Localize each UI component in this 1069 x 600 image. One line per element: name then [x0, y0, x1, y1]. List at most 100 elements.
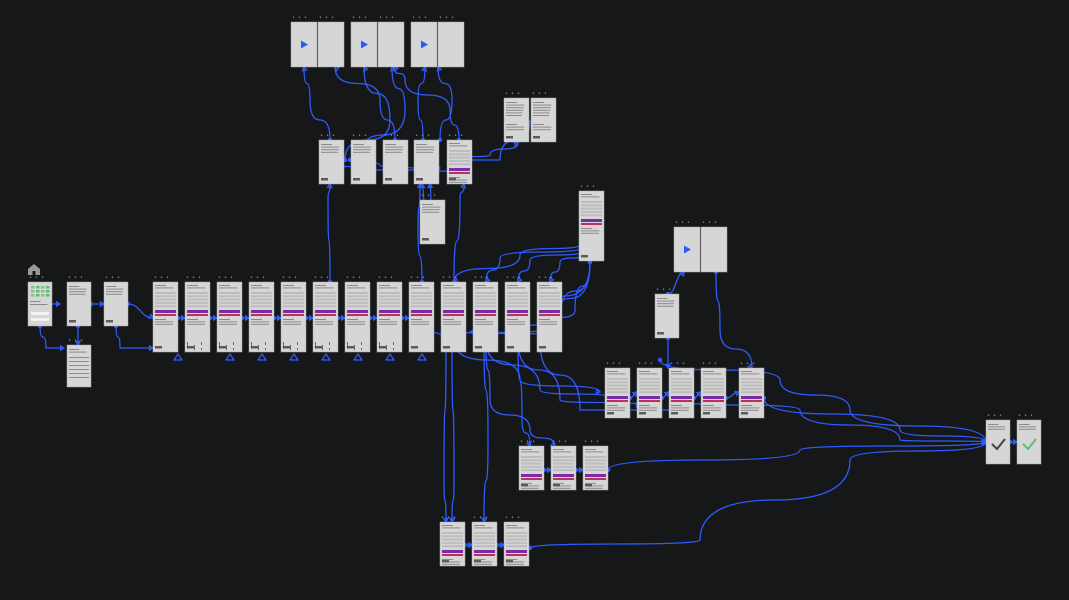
frame-label: • • • — [505, 515, 520, 521]
frame-label: • • • — [320, 133, 335, 139]
frame-top-5[interactable]: • • • — [410, 15, 438, 68]
frame-flow-6[interactable]: • • • — [312, 275, 339, 353]
connector-dot[interactable] — [657, 357, 663, 363]
button-shape — [422, 238, 429, 241]
frame-label: • • • — [532, 91, 547, 97]
frame-mid-4[interactable]: • • • — [413, 133, 440, 185]
frame-bottom-3[interactable]: • • • — [503, 515, 530, 567]
triangle-marker-icon — [352, 352, 364, 361]
frame-label: • • • — [448, 133, 463, 139]
frame-home-c[interactable]: • • • — [103, 275, 129, 327]
frame-mid-3[interactable]: • • • — [382, 133, 409, 185]
frame-video-2[interactable]: • • • — [700, 220, 728, 273]
frame-label: • • • — [186, 275, 201, 281]
frame-label: • • • — [292, 15, 307, 21]
arrowhead-icon — [546, 466, 553, 474]
frame-label: • • • — [68, 275, 83, 281]
play-icon[interactable] — [361, 40, 368, 49]
frame-side-1[interactable]: • • • — [654, 287, 680, 339]
frame-home-a[interactable]: • • • — [27, 275, 53, 327]
frame-top-4[interactable]: • • • — [377, 15, 405, 68]
button-shape — [106, 320, 113, 323]
frame-flow-2[interactable]: • • • — [184, 275, 211, 353]
frame-tall-form[interactable]: • • • — [578, 184, 605, 262]
frame-right-4[interactable]: • • • — [700, 361, 727, 419]
frame-flow-7[interactable]: • • • — [344, 275, 371, 353]
arrowhead-icon — [340, 314, 347, 322]
frame-done-1[interactable]: • • • — [985, 413, 1011, 465]
arrowhead-icon — [99, 300, 106, 308]
connector-wire — [485, 339, 556, 447]
frame-low-1[interactable]: • • • — [518, 439, 545, 491]
frame-video-1[interactable]: • • • — [673, 220, 701, 273]
button-shape — [385, 178, 392, 181]
arrowhead-icon — [55, 300, 62, 308]
play-icon[interactable] — [421, 40, 428, 49]
frame-label: • • • — [314, 275, 329, 281]
button-shape — [506, 136, 513, 139]
frame-flow-13[interactable]: • • • — [536, 275, 563, 353]
arrowhead-icon — [679, 270, 685, 278]
frame-body — [66, 344, 92, 388]
connector-wire — [451, 339, 455, 523]
frame-mid-5[interactable]: • • • — [446, 133, 473, 185]
frame-top-3[interactable]: • • • — [350, 15, 378, 68]
arrowhead-icon — [421, 65, 428, 72]
button-shape — [533, 136, 540, 139]
frame-flow-11[interactable]: • • • — [472, 275, 499, 353]
frame-mid-6[interactable]: • • • — [419, 193, 446, 245]
frame-mid-2[interactable]: • • • — [350, 133, 377, 185]
frames-layer: • • •• • •• • •• • •• • •• • •• • •• • •… — [27, 15, 1042, 567]
frame-home-detail[interactable]: • • • — [66, 338, 92, 388]
frame-mid-1[interactable]: • • • — [318, 133, 345, 185]
connector-wire — [549, 253, 586, 283]
triangle-marker-icon — [172, 352, 184, 361]
play-icon[interactable] — [301, 40, 308, 49]
frame-flow-5[interactable]: • • • — [280, 275, 307, 353]
frame-flow-1[interactable]: • • • — [152, 275, 179, 353]
frame-low-3[interactable]: • • • — [582, 439, 609, 491]
frame-body — [446, 139, 473, 185]
arrowhead-icon — [548, 276, 555, 284]
frame-done-2[interactable]: • • • — [1016, 413, 1042, 465]
frame-flow-10[interactable]: • • • — [440, 275, 467, 353]
frame-flow-4[interactable]: • • • — [248, 275, 275, 353]
frame-label: • • • — [505, 91, 520, 97]
connector-wire — [517, 249, 586, 283]
connector-wire — [517, 339, 531, 447]
play-icon[interactable] — [684, 245, 691, 254]
frame-note-1[interactable]: • • • — [503, 91, 530, 143]
arrowhead-icon — [59, 344, 66, 352]
frame-body — [550, 445, 577, 491]
frame-body — [317, 21, 345, 68]
arrowhead-icon — [404, 314, 411, 322]
frame-right-2[interactable]: • • • — [636, 361, 663, 419]
frame-home-b[interactable]: • • • — [66, 275, 92, 327]
frame-flow-3[interactable]: • • • — [216, 275, 243, 353]
home-icon[interactable] — [28, 264, 40, 275]
frame-flow-9[interactable]: • • • — [408, 275, 435, 353]
arrowhead-icon — [595, 388, 602, 395]
frame-right-5[interactable]: • • • — [738, 361, 765, 419]
frame-note-2[interactable]: • • • — [530, 91, 557, 143]
checkmark-icon — [1022, 438, 1037, 451]
frame-top-1[interactable]: • • • — [290, 15, 318, 68]
frame-bottom-2[interactable]: • • • — [471, 515, 498, 567]
connector-wire — [115, 325, 153, 349]
arrowhead-icon — [981, 437, 988, 445]
arrowhead-icon — [499, 541, 506, 549]
frame-low-2[interactable]: • • • — [550, 439, 577, 491]
frame-flow-12[interactable]: • • • — [504, 275, 531, 353]
arrowhead-icon — [1012, 438, 1019, 446]
frame-right-3[interactable]: • • • — [668, 361, 695, 419]
frame-flow-8[interactable]: • • • — [376, 275, 403, 353]
frame-label: • • • — [29, 275, 44, 281]
triangle-marker-icon — [288, 352, 300, 361]
frame-top-2[interactable]: • • • — [317, 15, 345, 68]
frame-right-1[interactable]: • • • — [604, 361, 631, 419]
connector-wire — [607, 441, 987, 471]
frame-top-6[interactable]: • • • — [437, 15, 465, 68]
checkmark-icon — [991, 438, 1006, 451]
frame-bottom-1[interactable]: • • • — [439, 515, 466, 567]
